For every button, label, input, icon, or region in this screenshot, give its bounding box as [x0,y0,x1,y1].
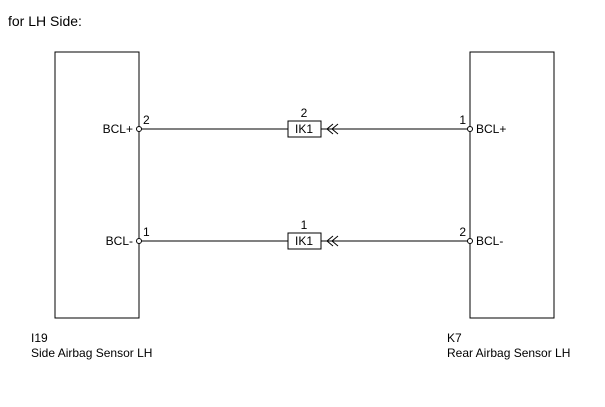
connector-pin-number: 2 [301,106,308,120]
right-pin-number: 1 [459,113,466,127]
left-pin-signal-label: BCL- [106,234,133,248]
left-pin-number: 1 [143,225,150,239]
junction-connector-box [287,232,322,250]
terminal-dot [467,238,473,244]
junction-connector-box [287,120,322,138]
right-pin-signal-label: BCL- [476,234,503,248]
left-pin-number: 2 [143,113,150,127]
connector-chevron-icon [326,235,339,247]
terminal-dot [136,238,142,244]
right-component-code: K7 [447,331,462,345]
connector-label: IK1 [295,234,313,248]
left-pin-signal-label: BCL+ [103,122,133,136]
connector-label: IK1 [295,122,313,136]
right-pin-signal-label: BCL+ [476,122,506,136]
right-component-name: Rear Airbag Sensor LH [447,346,570,360]
wire-bcl-plus [136,120,473,138]
terminal-dot [467,126,473,132]
left-component-name: Side Airbag Sensor LH [31,346,152,360]
diagram-title: for LH Side: [8,13,82,29]
left-component-code: I19 [31,331,48,345]
connector-chevron-icon [326,123,339,135]
right-pin-number: 2 [459,225,466,239]
connector-pin-number: 1 [301,218,308,232]
left-component-box [54,51,140,319]
right-component-box [469,51,555,319]
terminal-dot [136,126,142,132]
wire-bcl-minus [136,232,473,250]
